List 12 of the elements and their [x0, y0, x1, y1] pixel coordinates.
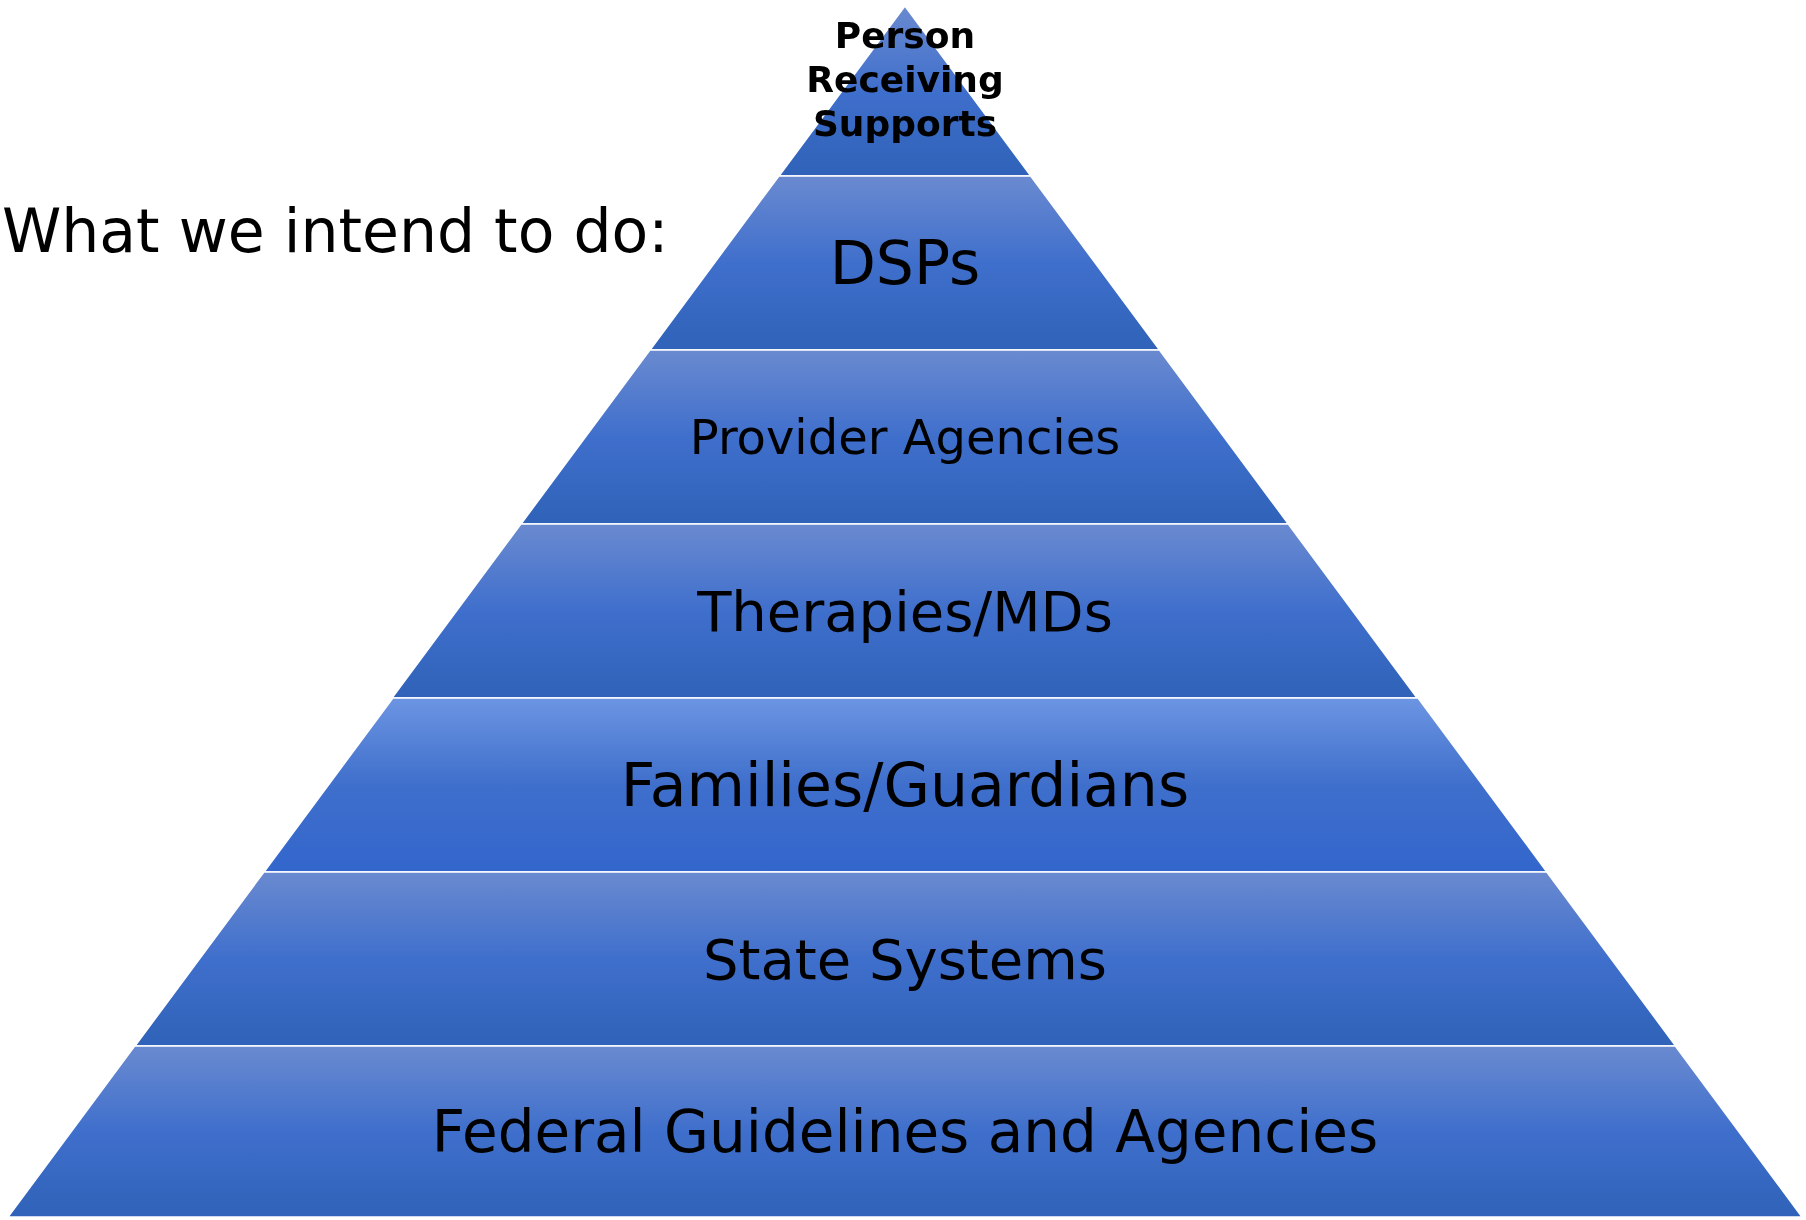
tier-label: Families/Guardians — [619, 750, 1191, 820]
pyramid-tier — [8, 1046, 1802, 1217]
tier-label: Therapies/MDs — [696, 578, 1114, 644]
pyramid-tier — [392, 524, 1418, 698]
tier-label: Federal Guidelines and Agencies — [430, 1097, 1380, 1166]
pyramid-tier — [263, 698, 1547, 872]
pyramid-tier — [134, 872, 1676, 1046]
tier-label: State Systems — [701, 926, 1108, 992]
tier-label: Provider Agencies — [688, 409, 1122, 465]
tier-label: DSPs — [828, 228, 982, 298]
heading-text: What we intend to do: — [2, 196, 669, 266]
pyramid-tier — [521, 350, 1289, 524]
